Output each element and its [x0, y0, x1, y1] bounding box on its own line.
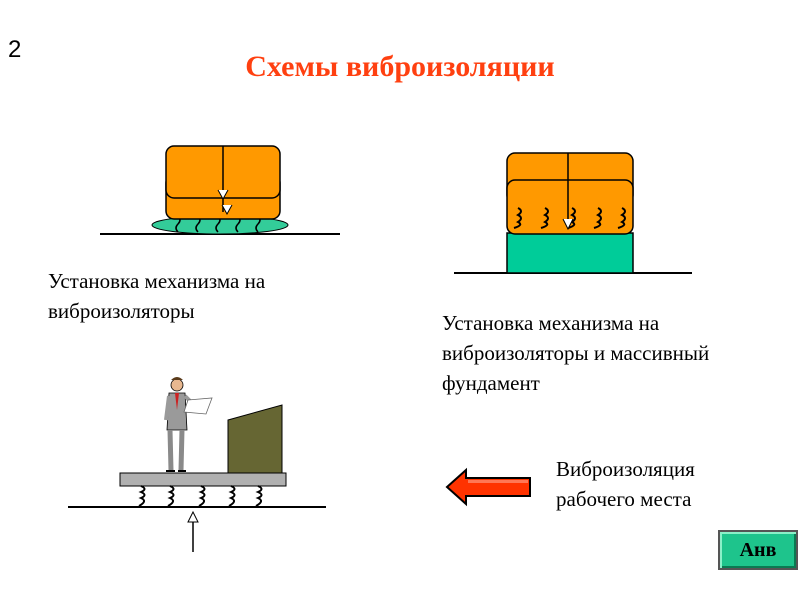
- scheme-1-force-arrow-2: [221, 204, 233, 216]
- left-arrow-icon[interactable]: [444, 466, 534, 508]
- scheme-3-vibration-arrow: [187, 510, 199, 523]
- scheme-3-machine: [227, 404, 283, 474]
- anv-nav-button[interactable]: Анв: [718, 530, 798, 570]
- slide-title: Схемы виброизоляции: [245, 50, 555, 83]
- scheme-2-springs: [513, 207, 626, 229]
- person-icon: [164, 377, 213, 472]
- scheme-2-caption: Установка механизма на виброизоляторы и …: [442, 311, 710, 395]
- scheme-2-mechanism-lower: [506, 179, 634, 235]
- scheme-3-springs: [138, 485, 263, 507]
- scheme-1-force-arrow-1: [217, 189, 229, 201]
- slide-number: 2: [8, 36, 22, 63]
- scheme-2-force-arrow: [562, 218, 574, 231]
- scheme-1-caption: Установка механизма на виброизоляторы: [48, 269, 266, 323]
- scheme-2-foundation-block: [506, 232, 634, 274]
- scheme-3-platform: [119, 472, 287, 487]
- scheme-3-caption: Виброизоляция рабочего места: [556, 457, 695, 511]
